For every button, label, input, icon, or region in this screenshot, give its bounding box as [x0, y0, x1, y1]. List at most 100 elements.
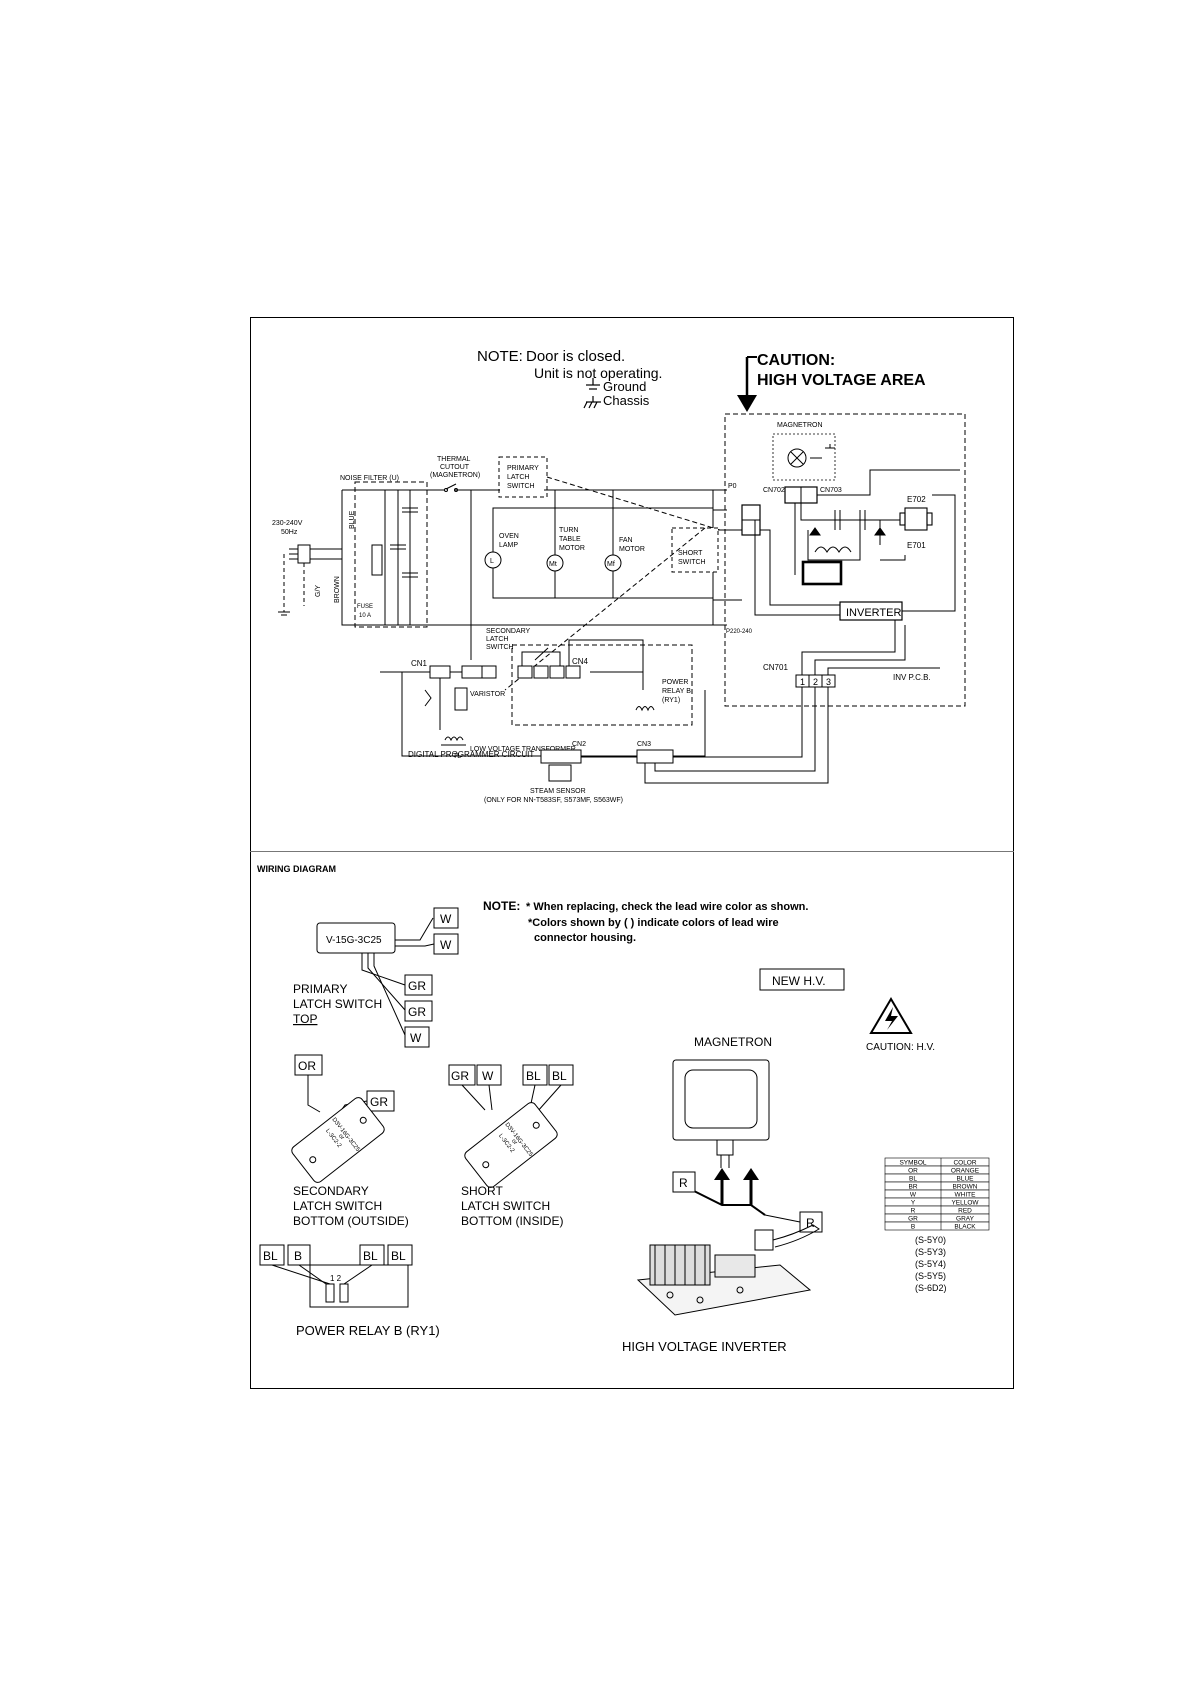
- wire-tag-w: W: [433, 933, 459, 955]
- high-voltage-area-box: [724, 413, 966, 707]
- fan-motor-icon: [604, 554, 622, 572]
- fan-motor-symbol: Mf: [607, 561, 615, 568]
- wire-tag-gr: GR: [448, 1064, 476, 1086]
- chassis-label: Chassis: [603, 393, 650, 408]
- high-voltage-warning-icon: [869, 997, 913, 1034]
- wire-tag-bl: BL: [522, 1064, 548, 1086]
- model-code: (S-5Y0): [915, 1235, 946, 1245]
- digital-programmer-label: DIGITAL PROGRAMMER CIRCUIT: [408, 750, 534, 759]
- relay-label-2: RELAY B: [662, 688, 691, 695]
- svg-text:W: W: [440, 912, 452, 926]
- primary-switch-label-1: PRIMARY: [293, 982, 347, 996]
- legend-color: RED: [958, 1208, 972, 1215]
- thermal-cutout-icon: [444, 483, 458, 492]
- legend-color: ORANGE: [951, 1168, 980, 1175]
- legend-symbol: R: [911, 1208, 916, 1215]
- legend-header-color: COLOR: [953, 1160, 976, 1167]
- short-switch-box: [671, 527, 719, 573]
- high-voltage-area-label: HIGH VOLTAGE AREA: [757, 372, 926, 389]
- svg-text:W: W: [440, 938, 452, 952]
- e701-label: E701: [907, 541, 926, 550]
- oven-lamp-label-1: OVEN: [499, 533, 519, 540]
- thermal-label-3: (MAGNETRON): [430, 472, 480, 479]
- noise-filter-box: [354, 481, 428, 628]
- wire-tag-b: B: [287, 1244, 311, 1266]
- caution-title: CAUTION:: [757, 352, 835, 369]
- short-switch-label-2: LATCH SWITCH: [461, 1199, 550, 1213]
- wire-tag-or: OR: [294, 1054, 323, 1076]
- svg-text:R: R: [679, 1176, 688, 1190]
- svg-text:GR: GR: [451, 1069, 469, 1083]
- fuse-label: FUSE: [357, 604, 373, 610]
- wiring-note-line-3: connector housing.: [534, 932, 636, 944]
- p0-label: P0: [728, 483, 737, 490]
- legend-symbol: Y: [911, 1200, 916, 1207]
- wire-tag-w: W: [476, 1064, 502, 1086]
- wiring-section: WIRING DIAGRAM NOTE: * When replacing, c…: [257, 864, 990, 1354]
- oven-lamp-icon: [484, 551, 502, 569]
- primary-switch-label-2: LATCH SWITCH: [293, 997, 382, 1011]
- primary-label-3: SWITCH: [507, 483, 535, 490]
- svg-text:B: B: [294, 1249, 302, 1263]
- short-latch-switch-body: L-3C2-2 or D3V-16G-3C25: [464, 1102, 558, 1188]
- wire-tag-w: W: [404, 1026, 430, 1048]
- magnetron-symbol-icon: [787, 448, 822, 468]
- thermal-label-2: CUTOUT: [440, 464, 470, 471]
- short-switch-label-2: SWITCH: [678, 559, 706, 566]
- svg-text:1: 1: [800, 677, 805, 687]
- note-line-2: Unit is not operating.: [534, 365, 662, 381]
- inverter-label: INVERTER: [846, 607, 901, 619]
- noise-filter-components: [371, 490, 418, 625]
- lvt-label: LOW VOLTAGE TRANSFORMER: [470, 746, 576, 753]
- e702-label: E702: [907, 495, 926, 504]
- cn2-connector: [540, 749, 582, 764]
- svg-text:or: or: [337, 1133, 345, 1141]
- magnetron-label: MAGNETRON: [777, 422, 823, 429]
- brown-wire-label: BROWN: [334, 576, 341, 603]
- chassis-symbol-icon: [825, 444, 835, 449]
- primary-switch-label-3: TOP: [293, 1012, 317, 1026]
- fuse-rating: 10 A: [359, 613, 371, 619]
- svg-text:R: R: [806, 1216, 815, 1230]
- cn1-label: CN1: [411, 659, 428, 668]
- svg-text:BL: BL: [363, 1249, 378, 1263]
- svg-text:GR: GR: [408, 979, 426, 993]
- svg-text:BL: BL: [526, 1069, 541, 1083]
- noise-filter-label: NOISE FILTER (U): [340, 475, 399, 482]
- oven-lamp-symbol: L: [490, 558, 494, 565]
- ground-symbol-icon: [586, 378, 600, 390]
- turntable-label-2: TABLE: [559, 536, 581, 543]
- relay-pin-numbers: 1 2: [330, 1274, 342, 1283]
- cn4-connector: [517, 665, 581, 679]
- ground-label: Ground: [603, 379, 646, 394]
- cn701-connector: 1 2 3: [795, 674, 836, 688]
- legend-header-symbol: SYMBOL: [899, 1160, 926, 1167]
- fan-motor-label-1: FAN: [619, 537, 633, 544]
- primary-label-1: PRIMARY: [507, 465, 539, 472]
- model-list: (S-5Y0)(S-5Y3)(S-5Y4)(S-5Y5)(S-6D2): [915, 1235, 947, 1293]
- steam-sensor-label: STEAM SENSOR: [530, 788, 586, 795]
- wiring-note-label: NOTE:: [483, 899, 520, 913]
- blue-wire-label: BLUE: [349, 510, 356, 529]
- cn702-label: CN702: [763, 487, 785, 494]
- legend-color: BROWN: [953, 1184, 978, 1191]
- wiring-diagram-title: WIRING DIAGRAM: [257, 864, 336, 874]
- magnetron-title: MAGNETRON: [694, 1035, 772, 1049]
- power-plug-icon: [278, 544, 342, 616]
- svg-text:GR: GR: [370, 1095, 388, 1109]
- secondary-label-3: SWITCH: [486, 644, 514, 651]
- magnetron-arrows-icon: [691, 1168, 766, 1216]
- legend-symbol: BR: [908, 1184, 917, 1191]
- wiring-note-line-2: *Colors shown by ( ) indicate colors of …: [528, 917, 779, 929]
- legend-color: GRAY: [956, 1216, 975, 1223]
- svg-text:W: W: [482, 1069, 494, 1083]
- gy-wire-label: G/Y: [315, 585, 322, 597]
- model-code: (S-5Y3): [915, 1247, 946, 1257]
- short-switch-label-1: SHORT: [678, 550, 703, 557]
- note-label: NOTE:: [477, 348, 523, 365]
- e702-terminal-icon: [899, 507, 933, 531]
- cn701-label: CN701: [763, 663, 788, 672]
- svg-text:GR: GR: [408, 1005, 426, 1019]
